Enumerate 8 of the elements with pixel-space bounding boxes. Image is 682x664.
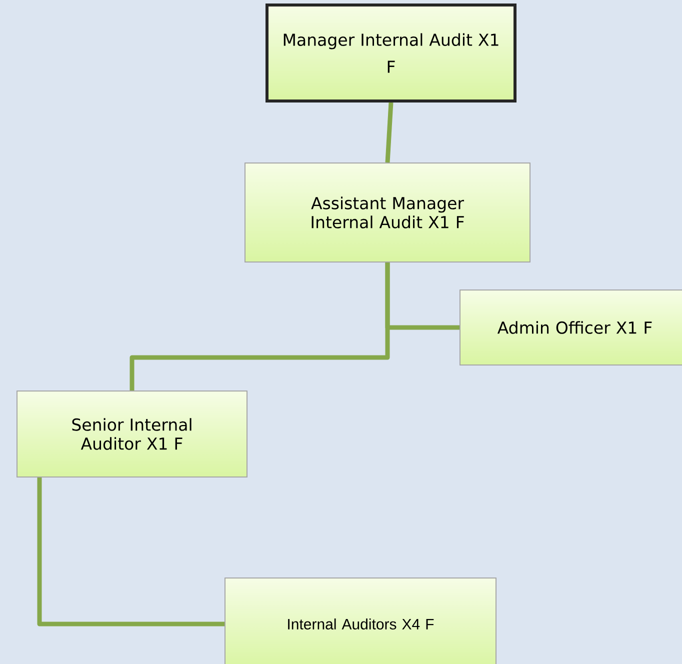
connector-line: [385, 102, 394, 163]
position-box: Internal Auditors X4 F: [224, 578, 496, 664]
connector-line: [130, 262, 390, 390]
position-box: Assistant Manager Internal Audit X1 F: [244, 162, 530, 262]
position-box: Senior Internal Auditor X1 F: [16, 390, 248, 478]
connector-line: [37, 478, 224, 626]
position-box: Manager Internal Audit X1 F: [266, 4, 516, 102]
position-box: Admin Officer X1 F: [460, 290, 682, 366]
